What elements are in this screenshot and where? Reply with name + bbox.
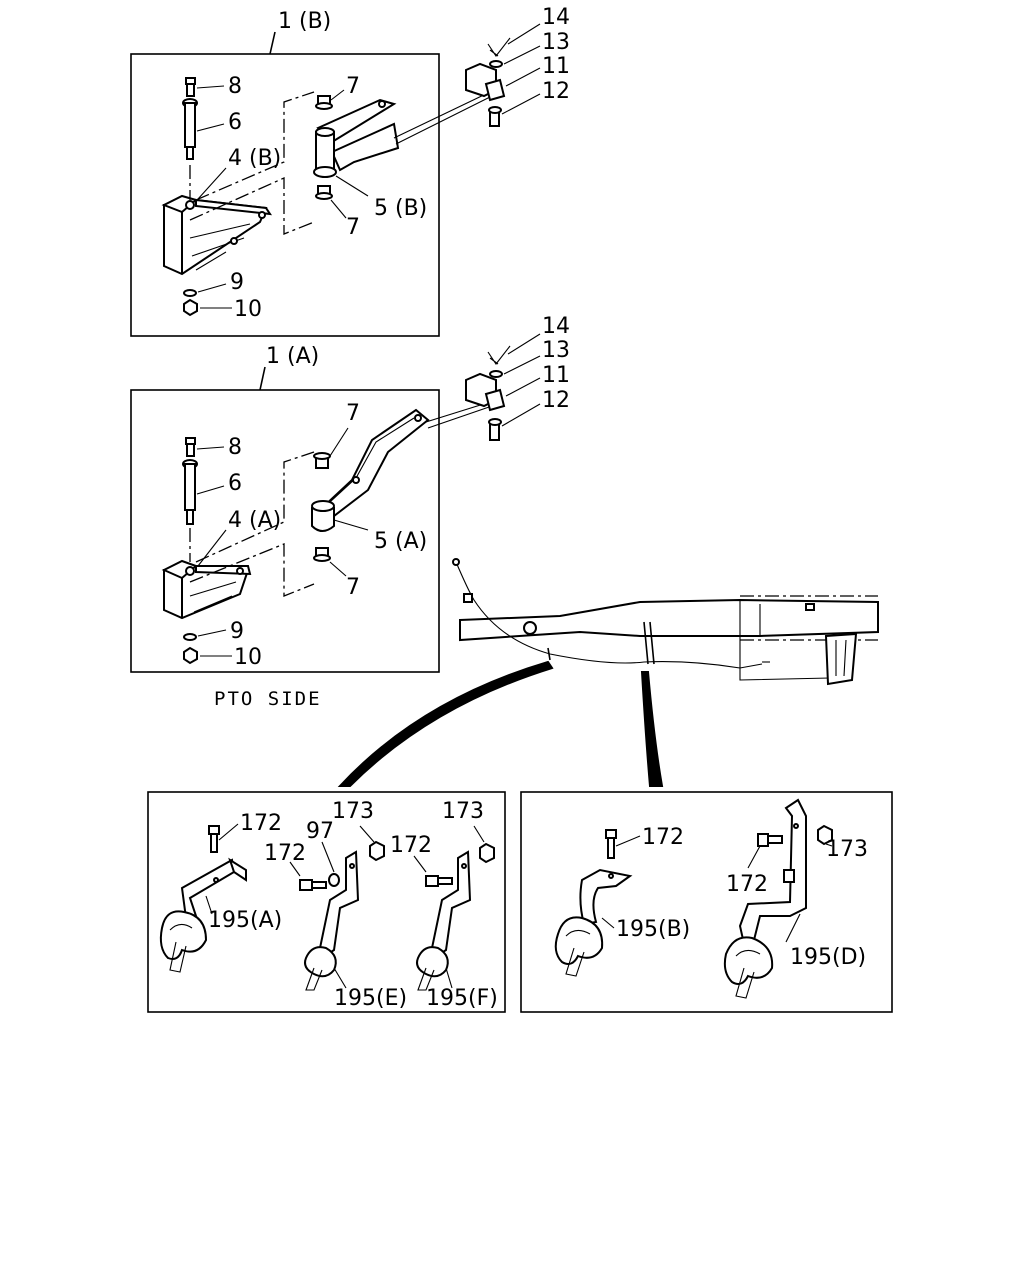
lever-5b <box>313 98 400 178</box>
panel-1a-title-leader <box>259 366 266 391</box>
bushing-7-bot-b <box>315 185 333 200</box>
panel-1b-frame <box>130 53 440 337</box>
label-195a: 195(A) <box>208 908 282 933</box>
panel-1a-frame <box>130 389 440 673</box>
leader-swoosh-left <box>337 660 554 787</box>
label-7-top-a: 7 <box>346 401 360 426</box>
bolt-8-b <box>185 77 196 97</box>
bracket-195e <box>299 840 385 991</box>
cable-b <box>393 91 493 145</box>
label-5b: 5 (B) <box>374 196 427 221</box>
label-173-e: 173 <box>332 799 374 824</box>
pin-6-b <box>182 98 198 160</box>
label-12-b: 12 <box>542 79 570 104</box>
label-7-top-b: 7 <box>346 74 360 99</box>
bolt-8-a <box>185 437 196 457</box>
label-10-b: 10 <box>234 297 262 322</box>
label-9-a: 9 <box>230 619 244 644</box>
label-4a: 4 (A) <box>228 508 281 533</box>
leader-swoosh-right <box>640 671 664 787</box>
label-195f: 195(F) <box>426 986 498 1011</box>
bracket-195b <box>554 829 633 977</box>
label-7-bot-b: 7 <box>346 215 360 240</box>
bracket-4a <box>161 559 252 620</box>
label-8-b: 8 <box>228 74 242 99</box>
panel-1b: 1 (B) 8 6 4 (B) <box>130 5 570 337</box>
label-172-b: 172 <box>642 825 684 850</box>
frame-rail <box>452 558 879 686</box>
nut-10-a <box>183 646 198 665</box>
label-6-a: 6 <box>228 471 242 496</box>
label-6-b: 6 <box>228 110 242 135</box>
label-172-e: 172 <box>264 841 306 866</box>
label-195b: 195(B) <box>616 917 690 942</box>
label-11-b: 11 <box>542 54 570 79</box>
detail-right-frame <box>520 791 893 1013</box>
label-14-b: 14 <box>542 5 570 30</box>
label-7-bot-a: 7 <box>346 575 360 600</box>
caption-pto-side: PTO SIDE <box>214 688 322 710</box>
label-13-b: 13 <box>542 30 570 55</box>
bushing-7-top-b <box>315 95 333 110</box>
label-173-f: 173 <box>442 799 484 824</box>
bracket-195a <box>159 825 247 973</box>
lever-5a <box>311 408 430 532</box>
bracket-195f <box>416 842 495 991</box>
label-5a: 5 (A) <box>374 529 427 554</box>
panel-1a-title: 1 (A) <box>266 344 319 369</box>
detail-left: 172 195(A) 172 97 173 195(E) <box>147 791 506 1013</box>
bushing-7-top-a <box>313 452 331 469</box>
detail-left-frame <box>147 791 506 1013</box>
label-11-a: 11 <box>542 363 570 388</box>
label-195d: 195(D) <box>790 945 866 970</box>
washer-9-b <box>183 289 197 297</box>
clamp-assembly-b <box>465 37 511 127</box>
bracket-195d <box>723 798 833 999</box>
label-8-a: 8 <box>228 435 242 460</box>
label-172-a: 172 <box>240 811 282 836</box>
label-195e: 195(E) <box>334 986 407 1011</box>
label-173-d: 173 <box>826 837 868 862</box>
label-9-b: 9 <box>230 270 244 295</box>
panel-1a: 1 (A) 8 6 4 (A) <box>130 314 570 673</box>
label-12-a: 12 <box>542 388 570 413</box>
pin-6-a <box>182 459 198 525</box>
panel-1b-title-leader <box>269 31 276 55</box>
washer-9-a <box>183 633 197 641</box>
panel-1b-title: 1 (B) <box>278 9 331 34</box>
bracket-4b <box>161 194 273 276</box>
label-97: 97 <box>306 819 334 844</box>
label-10-a: 10 <box>234 645 262 670</box>
nut-10-b <box>183 298 198 317</box>
label-172-d: 172 <box>726 872 768 897</box>
label-14-a: 14 <box>542 314 570 339</box>
clamp-assembly-a <box>465 345 511 441</box>
bushing-7-bot-a <box>313 547 331 562</box>
detail-right: 172 195(B) 173 172 195(D) <box>520 791 893 1013</box>
label-13-a: 13 <box>542 338 570 363</box>
label-172-f: 172 <box>390 833 432 858</box>
